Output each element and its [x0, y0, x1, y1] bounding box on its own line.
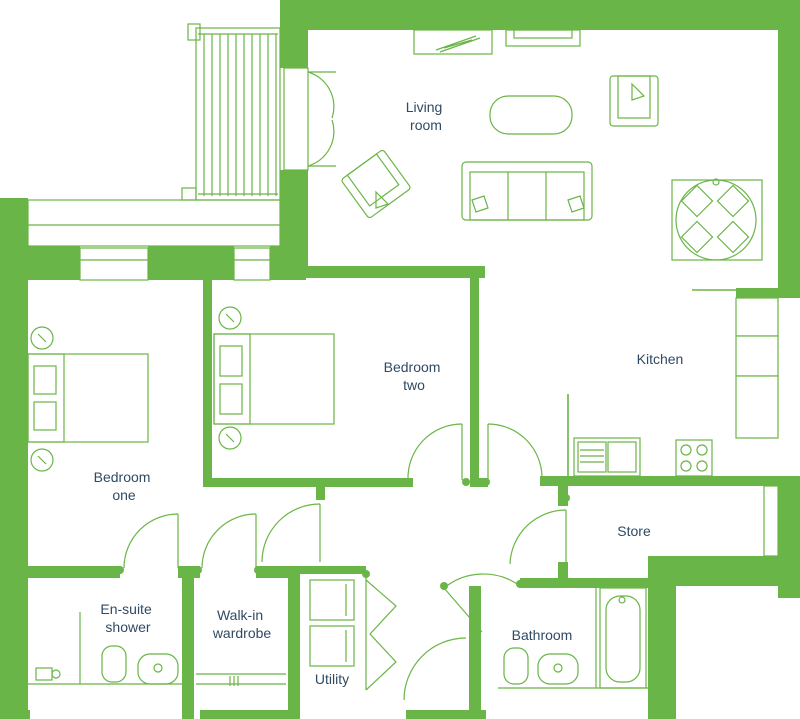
label-walkin-wardrobe: Walk-in wardrobe: [212, 607, 272, 641]
bedroom-two-furniture: [213, 306, 335, 450]
label-bedroom-two: Bedroom two: [384, 359, 445, 393]
label-living-room: Living room: [406, 99, 446, 133]
label-bathroom: Bathroom: [512, 627, 573, 643]
kitchen-fittings: [573, 289, 736, 477]
hinge-dots: [116, 478, 570, 590]
balcony: [27, 23, 281, 247]
label-store: Store: [617, 523, 651, 539]
label-kitchen: Kitchen: [637, 351, 684, 367]
room-labels: Living room Kitchen Bedroom two Bedroom …: [94, 99, 684, 687]
label-ensuite-shower: En-suite shower: [100, 601, 155, 635]
label-utility: Utility: [315, 671, 349, 687]
windows: [79, 67, 779, 557]
bedroom-one-furniture: [27, 326, 149, 472]
bathroom-fittings: [498, 587, 648, 689]
wardrobe-fittings: [196, 673, 286, 686]
ensuite-fittings: [28, 612, 182, 685]
living-room-furniture: [341, 29, 763, 261]
door-swings: [123, 71, 569, 701]
label-bedroom-one: Bedroom one: [94, 469, 155, 503]
utility-fittings: [309, 579, 355, 667]
